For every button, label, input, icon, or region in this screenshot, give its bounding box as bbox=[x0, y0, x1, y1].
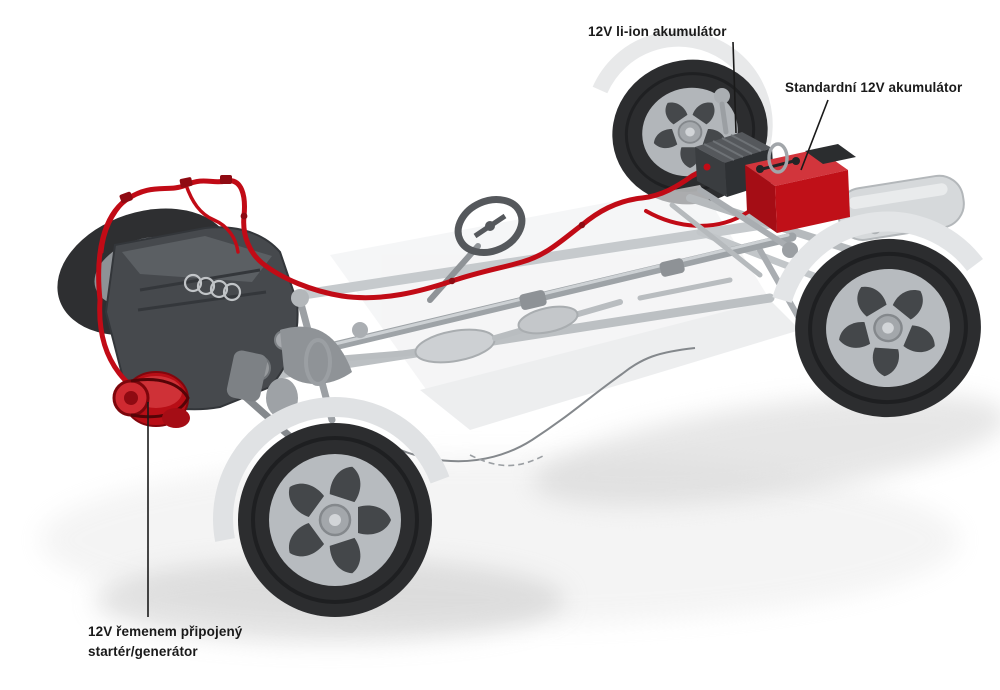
red-wiring-harness bbox=[96, 165, 750, 399]
harness-connectors bbox=[119, 175, 586, 285]
leader-lines bbox=[147, 41, 829, 617]
leader-line-liion bbox=[732, 41, 737, 134]
steering-assembly bbox=[427, 196, 526, 303]
label-starter-generator-line2: startér/generátor bbox=[88, 643, 198, 659]
rear-suspension bbox=[669, 88, 798, 278]
driveshaft bbox=[325, 232, 797, 352]
starter-generator bbox=[112, 371, 190, 428]
audi-rings-logo bbox=[183, 273, 242, 302]
rear-near-wheel bbox=[772, 211, 983, 418]
leader-line-standard bbox=[800, 99, 829, 171]
standard-12v-battery bbox=[745, 144, 856, 233]
brake-lines-branch bbox=[469, 454, 546, 467]
label-liion-battery: 12V li-ion akumulátor bbox=[588, 24, 727, 39]
label-starter-generator: 12V řemenem připojený startér/generátor bbox=[88, 622, 242, 661]
front-near-wheel bbox=[213, 397, 450, 617]
label-standard-battery: Standardní 12V akumulátor bbox=[785, 80, 963, 95]
label-starter-generator-line1: 12V řemenem připojený bbox=[88, 624, 243, 639]
